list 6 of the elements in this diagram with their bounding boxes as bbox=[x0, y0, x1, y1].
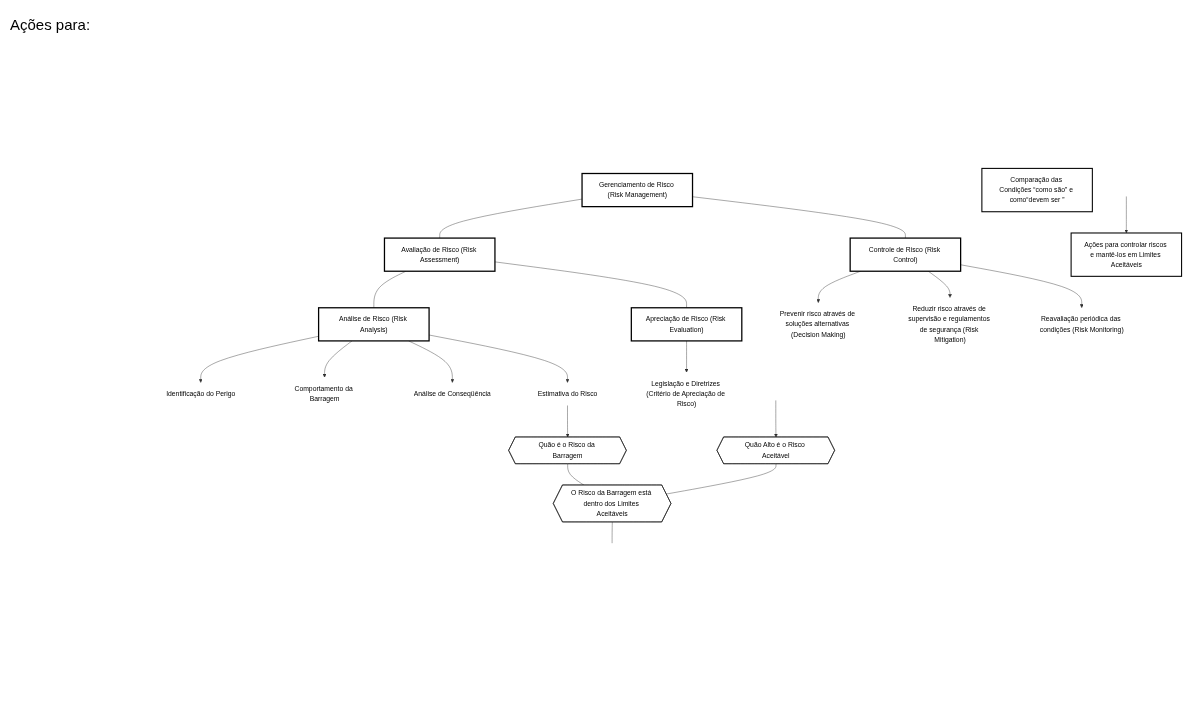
note-text: Ações para: bbox=[10, 16, 92, 33]
connector bbox=[692, 196, 906, 239]
connector bbox=[494, 261, 687, 308]
connector bbox=[611, 521, 613, 544]
connector bbox=[666, 463, 777, 495]
connector bbox=[439, 198, 583, 239]
